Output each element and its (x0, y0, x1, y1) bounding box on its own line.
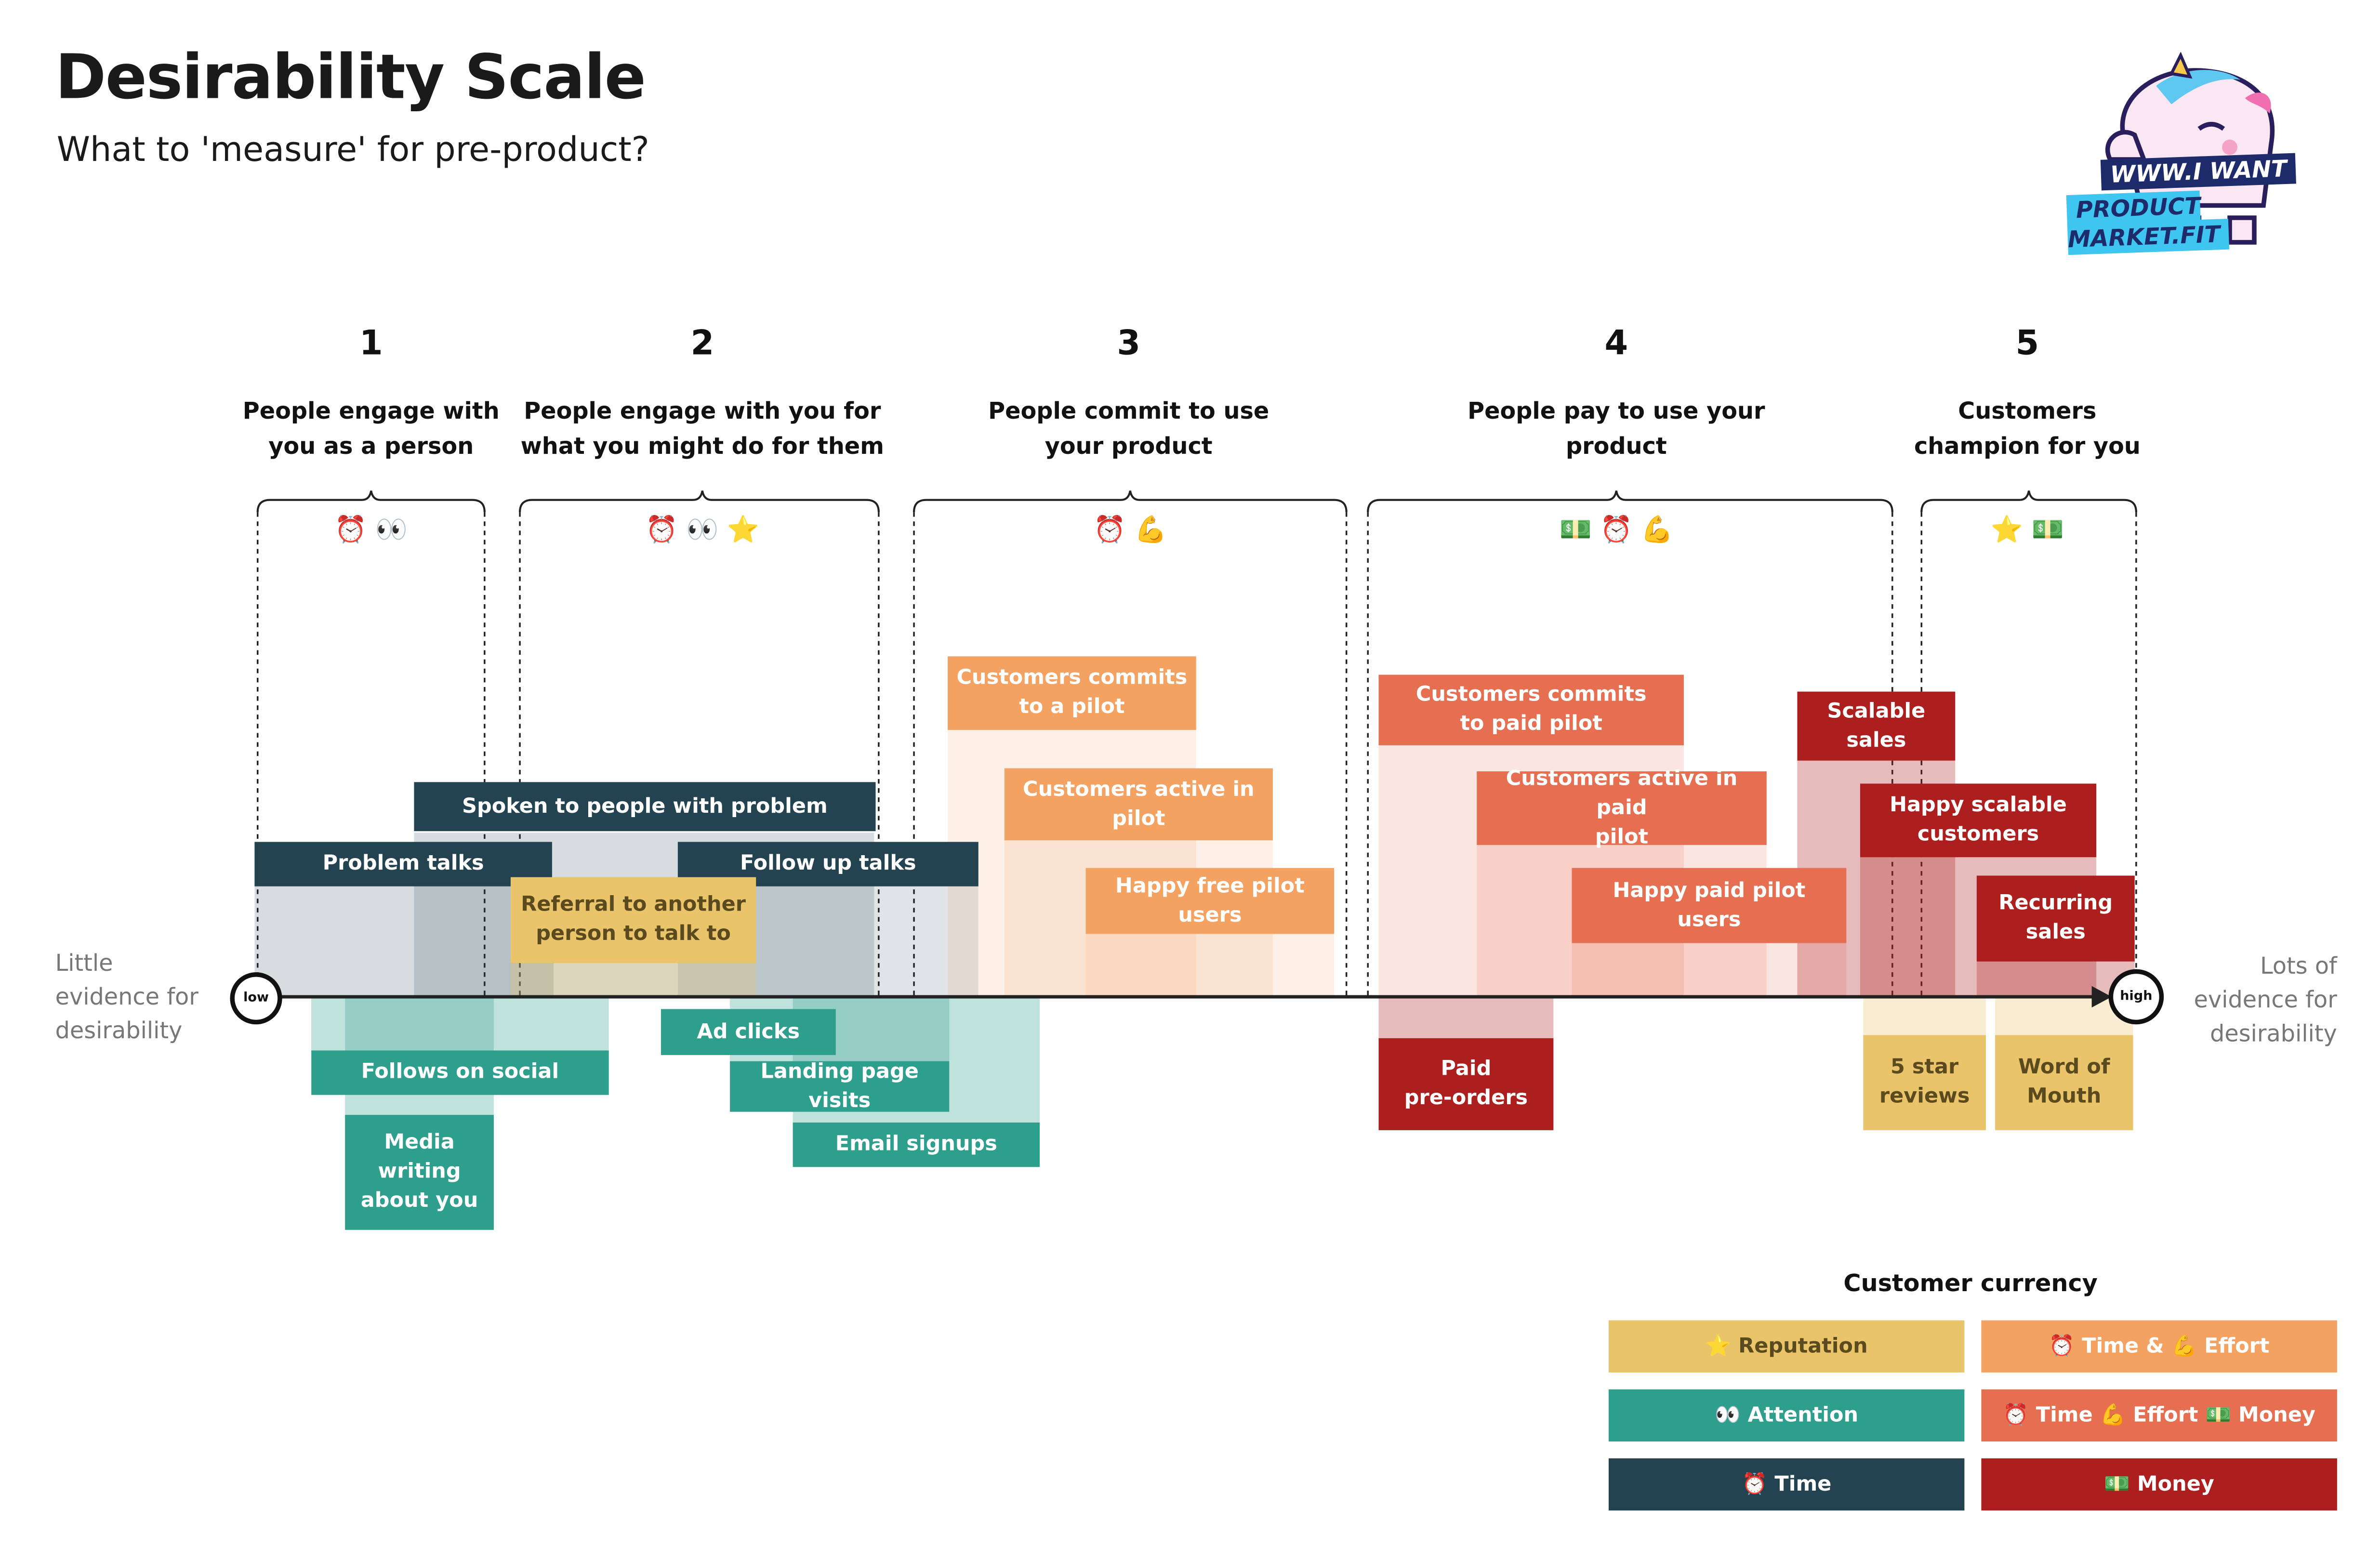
problem-talks-box: Problem talks (254, 842, 552, 886)
stage-3-number: 3 (1117, 325, 1141, 364)
preorders-shade (1378, 996, 1554, 1038)
legend-attention: 👀 Attention (1608, 1389, 1965, 1442)
follows-social-shade (311, 996, 609, 1051)
happy-paid-shade (1572, 943, 1847, 997)
page-title: Desirability Scale (55, 43, 646, 114)
stage-2-number: 2 (690, 325, 714, 364)
happy-paid-box: Happy paid pilot users (1572, 868, 1847, 943)
stage-3-brace (912, 490, 1348, 513)
stage-5-number: 5 (2015, 325, 2039, 364)
email-signups-box: Email signups (793, 1122, 1040, 1167)
stage-3-currency-icons: ⏰ 💪 (1093, 515, 1167, 546)
stage-1-brace (256, 490, 486, 513)
ad-clicks-box: Ad clicks (661, 1009, 836, 1055)
axis-low-marker: low (230, 972, 282, 1025)
happy-free-pilot-shade (1085, 934, 1335, 997)
problem-talks-shade (254, 886, 554, 997)
follows-social-box: Follows on social (311, 1050, 609, 1095)
desirability-axis (276, 986, 2112, 1008)
spoken-to-people-box: Spoken to people with problem (414, 782, 876, 832)
unicorn-icon (2105, 52, 2275, 245)
stage-1-number: 1 (359, 325, 383, 364)
stage-5-brace (1920, 490, 2137, 513)
landing-page-box: Landing page visits (730, 1059, 950, 1112)
legend-reputation: ⭐ Reputation (1608, 1320, 1965, 1373)
stage-4-number: 4 (1604, 325, 1628, 364)
stage-4-brace (1367, 490, 1893, 513)
legend-title: Customer currency (1843, 1269, 2098, 1297)
reviews-shade (1863, 996, 1986, 1035)
legend-time: ⏰ Time (1608, 1458, 1965, 1511)
stage-5-currency-icons: ⭐ 💵 (1990, 515, 2064, 546)
stage-2-brace (518, 490, 880, 513)
axis-high-marker: high (2108, 969, 2164, 1025)
logo[interactable]: WWW.I WANT PRODUCT MARKET.FIT (2064, 52, 2355, 255)
referral-shade (510, 963, 756, 997)
legend-money: 💵 Money (1981, 1458, 2337, 1511)
stage-2-currency-icons: ⏰ 👀 ⭐ (645, 515, 760, 546)
page-subtitle: What to 'measure' for pre-product? (56, 132, 649, 171)
legend-time-effort: ⏰ Time & 💪 Effort (1981, 1320, 2337, 1373)
stage-1-currency-icons: ⏰ 👀 (334, 515, 408, 546)
stage-4-currency-icons: 💵 ⏰ 💪 (1559, 515, 1674, 546)
recurring-shade (1976, 961, 2135, 997)
happy-free-pilot-box: Happy free pilot users (1085, 868, 1335, 934)
legend-time-effort-money: ⏰ Time 💪 Effort 💵 Money (1981, 1389, 2337, 1442)
